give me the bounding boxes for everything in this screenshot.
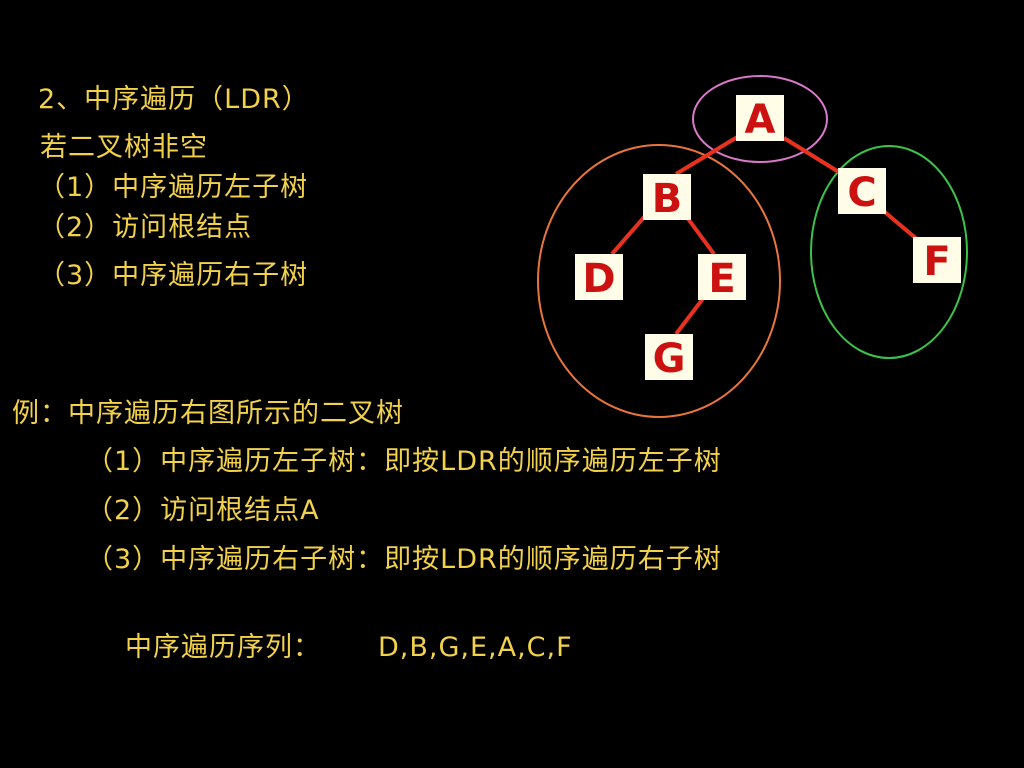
edge-e-g: [674, 294, 707, 336]
edge-b-e: [684, 214, 716, 256]
node-label-a: A: [745, 97, 776, 143]
tree-node-g: G: [645, 334, 693, 382]
node-label-g: G: [653, 336, 686, 382]
example-step-3: （3）中序遍历右子树：即按LDR的顺序遍历右子树: [86, 544, 722, 575]
tree-node-b: B: [643, 174, 691, 222]
left-subtree-ring: [537, 144, 781, 418]
tree-node-f: F: [913, 237, 961, 285]
node-label-c: C: [847, 170, 876, 216]
rule-step-1: （1）中序遍历左子树: [38, 172, 309, 203]
tree-node-c: C: [838, 168, 886, 216]
rule-step-3: （3）中序遍历右子树: [38, 260, 309, 291]
edge-b-d: [610, 213, 648, 256]
example-step-1: （1）中序遍历左子树：即按LDR的顺序遍历左子树: [86, 446, 722, 477]
node-label-b: B: [652, 176, 683, 222]
example-intro: 例：中序遍历右图所示的二叉树: [12, 398, 404, 429]
tree-node-a: A: [736, 95, 784, 143]
right-subtree-ring: [810, 145, 968, 359]
tree-node-e: E: [698, 254, 746, 302]
node-label-e: E: [708, 256, 735, 302]
edge-a-b: [674, 134, 741, 176]
root-ring: [692, 75, 828, 163]
result-value: D,B,G,E,A,C,F: [378, 632, 573, 663]
node-label-f: F: [923, 239, 950, 285]
example-step-2: （2）访问根结点A: [86, 495, 320, 526]
tree-node-d: D: [575, 254, 623, 302]
rule-intro: 若二叉树非空: [40, 132, 208, 163]
rule-step-2: （2）访问根结点: [38, 212, 253, 243]
slide-heading: 2、中序遍历（LDR）: [38, 84, 310, 115]
edge-a-c: [782, 136, 844, 176]
node-label-d: D: [582, 256, 615, 302]
edge-c-f: [878, 206, 920, 242]
result-label: 中序遍历序列：: [125, 632, 321, 663]
